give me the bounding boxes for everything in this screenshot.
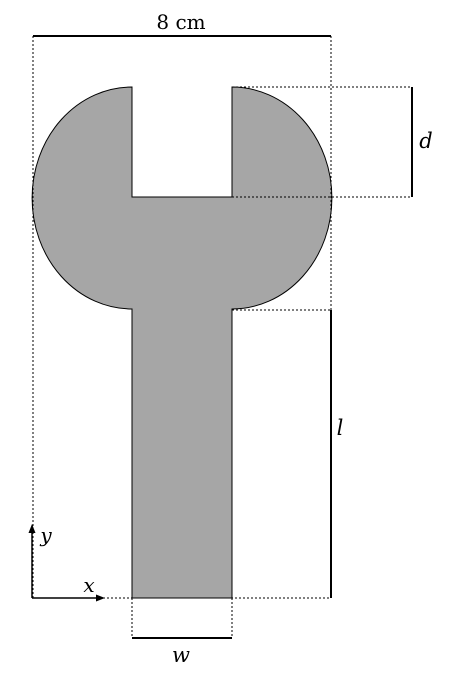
label-l: l [337, 416, 344, 440]
dimension-lines [33, 35, 413, 639]
label-d: d [419, 129, 432, 153]
wrench-shape [31, 86, 333, 599]
axis-label-x: x [83, 573, 94, 597]
axes [31, 531, 98, 599]
label-w: w [172, 643, 190, 667]
y-axis-arrow [28, 524, 36, 533]
width-label: 8 cm [156, 10, 205, 34]
x-axis-arrow [96, 594, 105, 602]
axis-label-y: y [39, 523, 52, 547]
